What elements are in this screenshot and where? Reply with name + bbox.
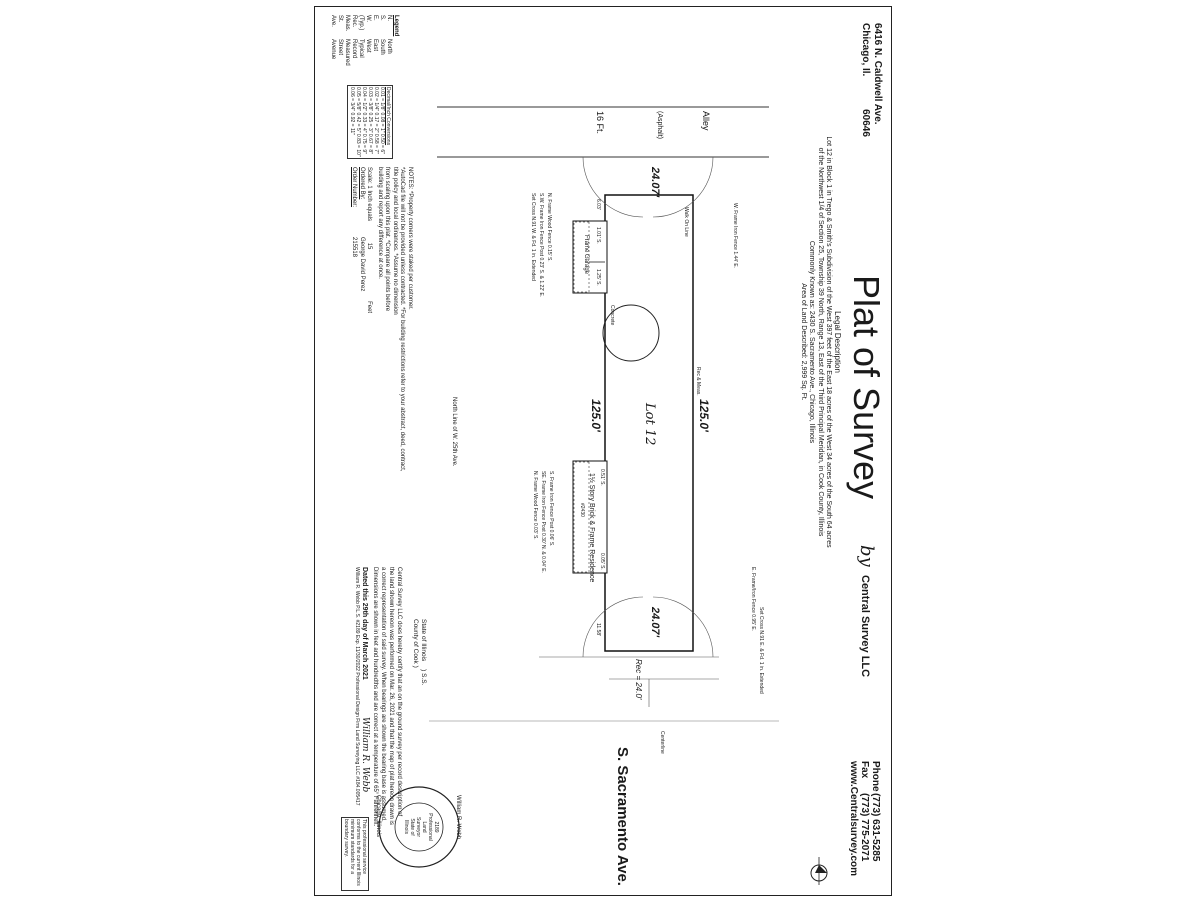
concrete-circle	[602, 304, 660, 362]
seal-text: 2189 Professional Land Surveyor State of…	[403, 803, 439, 851]
note-line: from scaling upon this plat. *Compare al…	[384, 167, 391, 312]
legend-item: N.North	[386, 15, 392, 54]
seal-number: 2189	[433, 821, 439, 833]
legend-item: Meas.Measured	[344, 15, 350, 66]
legend-title: Legend	[393, 15, 399, 37]
fence-note: S.W. Frame Iron Fence Post 0.23' S. & 1.…	[538, 193, 544, 298]
legend-item: W.West	[365, 15, 371, 53]
lot-label: Lot 12	[642, 403, 657, 446]
cert-county: County of Cook )	[412, 619, 419, 668]
survey-document: 6416 N. Caldwell Ave. Chicago, Il. 60646…	[314, 6, 892, 896]
decimal-row: 0.01 = 1/8" 0.08 = 1" 0.50 = 6"	[379, 87, 385, 154]
alley-label: Alley	[701, 111, 711, 131]
garage-offset-2: 1.01' S.	[595, 227, 601, 244]
fence-notes-bottom-2: N. Frame Wood Fence 0.15' S. S.W. Frame …	[529, 193, 553, 297]
fence-note: Set Cross N.91 E. & Fd. 1 in. Extended	[758, 607, 764, 694]
decimal-row: 0.05 = 5/8" 0.42 = 5" 0.83 = 10"	[355, 87, 361, 157]
centerline-label: Centerline	[659, 731, 665, 754]
fence-notes-side: S. Frame Iron Fence Post 0.06' S. SE. Fr…	[531, 471, 555, 573]
setback-east: 11.58'	[595, 623, 601, 637]
asphalt-label: (Asphalt)	[656, 111, 663, 140]
residence-offset-2: 0.05' S.	[599, 553, 605, 570]
note-line: *AutoCad file will not be provided unles…	[399, 167, 406, 472]
seal-line: State of	[409, 818, 415, 836]
legend-item: St.Street	[337, 15, 343, 56]
decimal-title: Decimal/Inch Conversions	[385, 87, 391, 146]
cert-line: a correct representation of said survey.…	[380, 567, 386, 822]
order-number-row: Order Number:215518	[351, 167, 358, 258]
surveyor-seal	[378, 786, 460, 868]
decimal-row: 0.04 = 1/2" 0.33 = 4" 0.75 = 9"	[361, 87, 367, 154]
certification-text: Central Survey LLC does hereby certify t…	[353, 567, 403, 826]
residence-offset-1: 0.51' S.	[599, 469, 605, 486]
north-line-label: North Line of W. 25th Ave.	[451, 397, 457, 467]
fence-note: W. Frame Iron Fence 1.44' E.	[732, 203, 738, 269]
seal-line: Surveyor	[415, 816, 421, 837]
fence-note: S. Frame Iron Fence Post 0.06' S.	[548, 471, 554, 547]
cert-line: Dimensions are shown in feet and hundred…	[372, 567, 378, 827]
alley-width-label: 16 Ft.	[595, 111, 605, 135]
residence-label: 1½ Story Brick & Frame Residence	[588, 473, 595, 583]
north-bearing-label: Rec & Meas.	[695, 367, 701, 396]
decimal-row: 0.03 = 3/8" 0.25 = 3" 0.67 = 8"	[367, 87, 373, 154]
cert-line: Central Survey LLC does hereby certify t…	[396, 567, 402, 817]
decimal-conversions: Decimal/Inch Conversions 0.01 = 1/8" 0.0…	[347, 85, 393, 159]
note-line: building and report any difference at on…	[377, 167, 383, 279]
scale-row: Scale: 1 Inch equals 15 Feet	[366, 167, 373, 314]
lot-dimension-north: 125.0'	[697, 399, 711, 432]
cert-state: State of Illinois ) S.S.	[420, 619, 427, 686]
garage-label: Frame Garage	[583, 235, 589, 275]
seal-outer-top: William R. Webb	[455, 795, 461, 840]
certification-block: State of Illinois ) S.S. County of Cook …	[411, 619, 427, 685]
fence-note: Set Cross N.91 W. & Fd. 1 in. Extended	[530, 193, 536, 281]
seal-line: Illinois	[403, 820, 409, 834]
fence-note: E. Frame/Iron Fence 0.95' E.	[750, 567, 756, 632]
plat-drawing	[378, 106, 828, 885]
note-line: title policy and local ordinances. *Assu…	[392, 167, 398, 315]
fence-note: N. Frame Wood Fence 0.15' S.	[546, 193, 552, 262]
legend-item: Ave.Avenue	[330, 15, 336, 60]
lot-outline	[604, 194, 694, 652]
lot-dimension-west: 24.07'	[649, 167, 661, 198]
legend-item: S.South	[379, 15, 385, 55]
fence-note: N. Frame Wood Fence 0.03' S.	[532, 471, 538, 540]
fence-notes-top: Set Cross N.91 E. & Fd. 1 in. Extended E…	[749, 567, 765, 694]
garage-footprint	[572, 220, 608, 294]
residence-number: #2430	[579, 503, 585, 517]
survey-sheet: 6416 N. Caldwell Ave. Chicago, Il. 60646…	[315, 7, 889, 895]
concrete-label: Concrete	[609, 305, 615, 326]
residence-footprint	[572, 460, 608, 574]
record-dimension: Rec = 24.0'	[634, 659, 643, 700]
legend-item: Rec.Record	[351, 15, 357, 59]
setback-west: 6.03'	[595, 199, 601, 210]
signer-line: William R. Webb P.L.S. #2189 Exp. 11/30/…	[354, 567, 360, 806]
seal-line: Land	[421, 821, 427, 833]
note-line: NOTES: *Property corners were staked per…	[407, 167, 413, 310]
cert-line: the land shown hereon was performed on M…	[388, 567, 394, 825]
seal-outer-bottom: Chicago, Illinois	[375, 795, 381, 838]
survey-notes: NOTES: *Property corners were staked per…	[350, 167, 414, 472]
legend-item: (Typ.)Typical	[358, 15, 364, 58]
fence-note: SE. Frame Iron Fence Post 0.30' N. & 0.0…	[540, 471, 546, 573]
seal-line: Professional	[427, 813, 433, 841]
legend: Legend N.North S.South E.East W.West (Ty…	[329, 15, 399, 66]
legend-item: E.East	[372, 15, 378, 52]
ordered-by-row: Ordered By:George David Perez	[359, 167, 365, 292]
walk-on-line-label: Walk On Line	[683, 207, 689, 237]
conformity-statement: This professional service conforms to th…	[341, 817, 369, 891]
sacramento-label: S. Sacramento Ave.	[614, 747, 631, 886]
decimal-row: 0.02 = 1/4" 0.17 = 2" 0.58 = 7"	[373, 87, 379, 154]
lot-dimension-east: 24.07'	[649, 607, 661, 638]
lot-dimension-south: 125.0'	[589, 399, 603, 432]
garage-offset-1: 1.25' S.	[595, 269, 601, 286]
signature: William R. Webb	[360, 717, 370, 793]
